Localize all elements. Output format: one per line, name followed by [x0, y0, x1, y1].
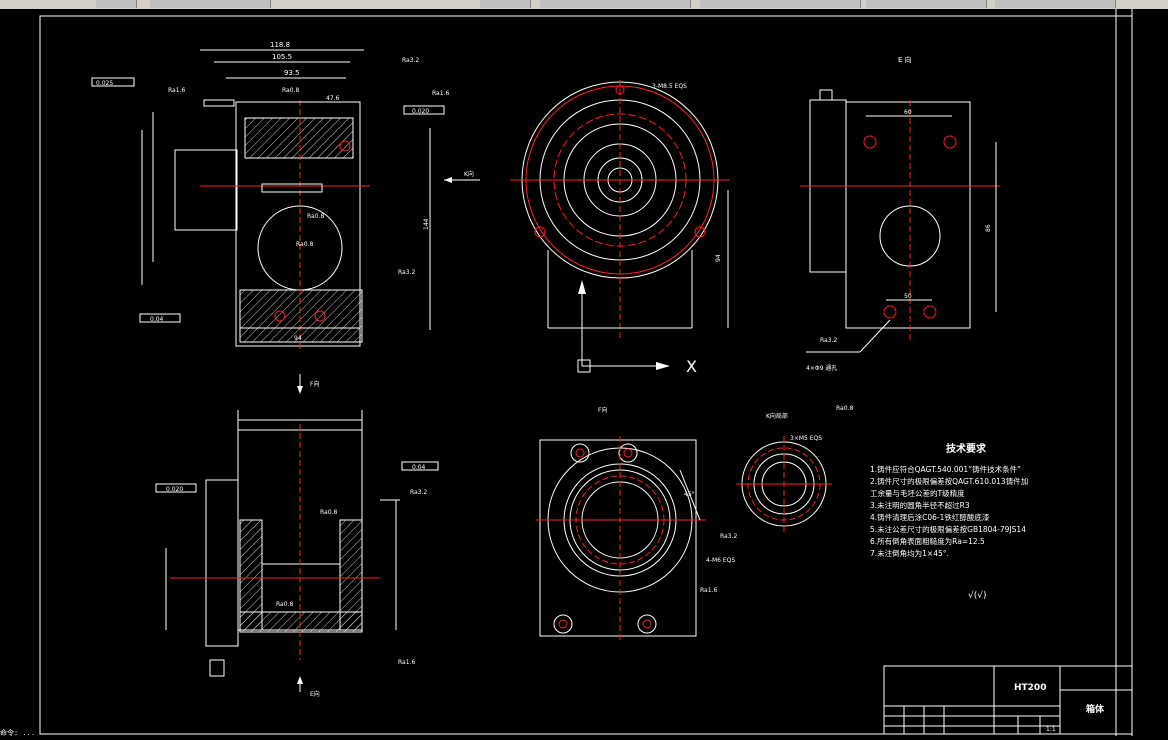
dim-bottom: 94 [294, 335, 302, 342]
roughness-label: Ra3.2 [398, 269, 415, 276]
plotstyle-dropdown[interactable] [995, 0, 1116, 8]
layer-dropdown[interactable] [540, 0, 691, 8]
tech-title: 技术要求 [946, 442, 987, 455]
tech-line: 4.铸件清理后涂C06-1铁红醇酸底漆 [870, 512, 990, 522]
roughness-label: Ra1.6 [432, 90, 449, 97]
roughness-label: Ra1.6 [398, 659, 415, 666]
roughness-label: Ra0.8 [276, 601, 293, 608]
tolerance-frame: 0.020 [412, 108, 429, 115]
dim-top3: 93.5 [284, 69, 300, 77]
drawing-border [39, 15, 1133, 735]
dim-horizontal: 50 [904, 293, 912, 300]
hole-callout: 4-M6 EQS [706, 557, 735, 564]
tolerance-frame: 0.04 [150, 316, 164, 323]
lineweight-dropdown[interactable] [866, 0, 987, 8]
dim-vertical: 86 [985, 224, 992, 232]
part-name: 箱体 [1086, 703, 1105, 715]
main-section-view [141, 49, 431, 350]
end-view-circular [510, 80, 730, 373]
drawing-canvas[interactable]: 118.8 105.5 93.5 47.6 Ra3.2 Ra1.6 Ra0.8 … [0, 9, 1168, 736]
roughness-label: Ra0.8 [296, 241, 313, 248]
dim-top4: 47.6 [326, 95, 340, 102]
dim-top1: 118.8 [270, 41, 290, 49]
e-view [800, 89, 1000, 353]
view-label-f-view: F向 [598, 406, 607, 414]
roughness-label: Ra0.8 [836, 405, 853, 412]
roughness-label: Ra3.2 [402, 57, 419, 64]
hole-callout: 3×M5 EQS [790, 435, 822, 442]
roughness-label: Ra1.6 [700, 587, 717, 594]
roughness-label: Ra1.6 [168, 87, 185, 94]
view-label-e: E 向 [898, 55, 912, 64]
view-label-e-arrow: E向 [310, 690, 320, 698]
tech-line: 3.未注明的圆角半径不超过R3 [870, 500, 970, 510]
dim-top2: 105.5 [272, 53, 292, 61]
tolerance-frame: 0.020 [166, 486, 183, 493]
dim-vertical: 94 [715, 254, 722, 262]
tolerance-frame: 0.025 [96, 80, 113, 87]
toolbar-button-group[interactable] [96, 0, 137, 8]
dim-horizontal: 60 [904, 109, 912, 116]
roughness-label: Ra0.8 [320, 509, 337, 516]
hole-callout: 4×Φ9 通孔 [806, 364, 837, 372]
f-view [536, 436, 706, 640]
tech-line: 5.未注公差尺寸的极限偏差按GB1804-79JS14 [870, 524, 1026, 534]
view-label-k: K向 [464, 170, 474, 178]
tech-line: 7.未注倒角均为1×45°. [870, 548, 949, 558]
command-line[interactable]: 命令: ... [0, 729, 36, 737]
dim-vertical: 144 [423, 218, 430, 230]
linetype-dropdown[interactable] [700, 0, 861, 8]
toolbar-button-group[interactable] [150, 0, 271, 8]
tech-requirements: 1.铸件应符合QAGT.540.001“铸件技术条件” 2.铸件尺寸的极限偏差按… [870, 464, 1028, 558]
scale-label: 1:1 [1046, 726, 1056, 733]
material-label: HT200 [1014, 683, 1046, 693]
title-block [883, 665, 1133, 735]
roughness-label: Ra0.8 [282, 87, 299, 94]
drawing-svg: 118.8 105.5 93.5 47.6 Ra3.2 Ra1.6 Ra0.8 … [39, 9, 1133, 736]
tech-line: 6.所有倒角表面粗糙度为Ra=12.5 [870, 536, 985, 546]
roughness-symbol: √(√) [968, 590, 987, 601]
tech-line: 1.铸件应符合QAGT.540.001“铸件技术条件” [870, 464, 1021, 474]
dim-angle: 45° [684, 491, 695, 498]
tech-line: 2.铸件尺寸的极限偏差按QAGT.610.013铸件加 [870, 476, 1028, 486]
toolbar-button-group[interactable] [480, 0, 531, 8]
tolerance-frame: 0.04 [412, 464, 426, 471]
k-partial-view [736, 436, 832, 532]
side-view [165, 410, 400, 677]
view-label-f: F向 [310, 380, 319, 388]
view-label-k-partial: K向局部 [766, 412, 788, 420]
roughness-label: Ra3.2 [410, 489, 427, 496]
roughness-label: Ra3.2 [820, 337, 837, 344]
hole-callout: 3-M8.5 EQS [652, 83, 687, 90]
roughness-label: Ra0.8 [307, 213, 324, 220]
roughness-label: Ra3.2 [720, 533, 737, 540]
tech-line: 工余量与毛坯公差的T级精度 [870, 488, 965, 498]
axis-x-label: X [686, 357, 697, 376]
